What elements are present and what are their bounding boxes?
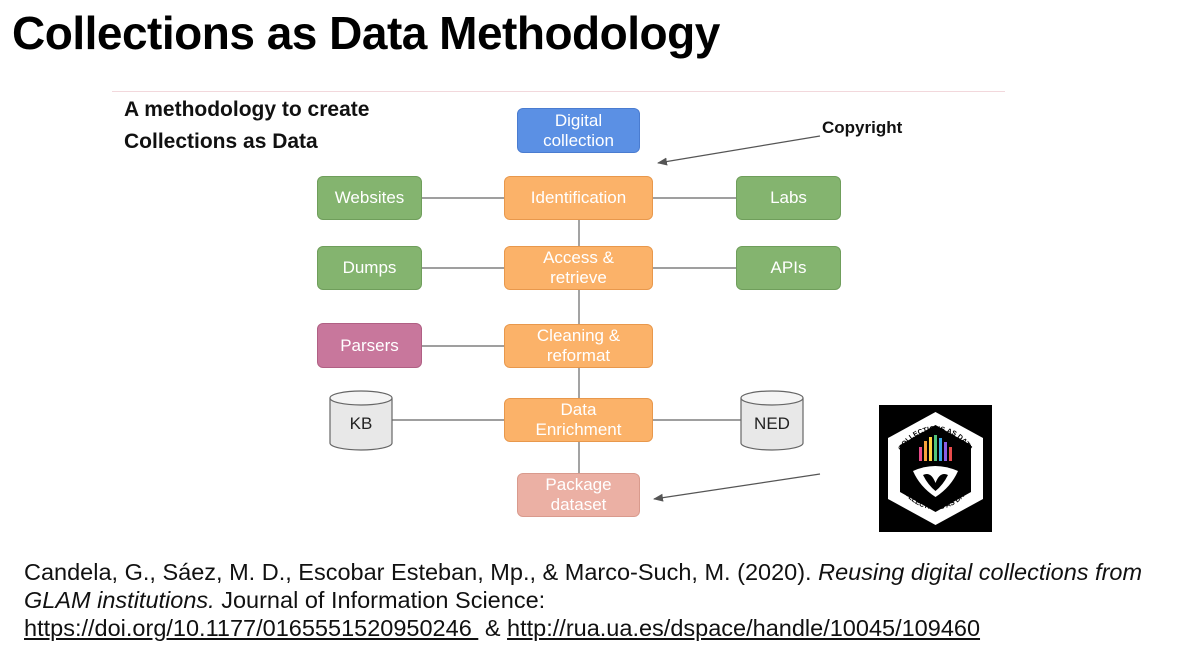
title-divider	[112, 91, 1005, 92]
node-identification: Identification	[504, 176, 653, 220]
slide-title: Collections as Data Methodology	[12, 7, 720, 59]
node-parsers: Parsers	[317, 323, 422, 368]
subtitle-line-1: A methodology to create	[124, 98, 370, 121]
citation: Candela, G., Sáez, M. D., Escobar Esteba…	[24, 558, 1164, 642]
citation-journal: Journal of Information Science:	[214, 587, 546, 613]
citation-authors: Candela, G., Sáez, M. D., Escobar Esteba…	[24, 559, 819, 585]
logo-arrow	[653, 473, 821, 502]
node-data-enrichment: Data Enrichment	[504, 398, 653, 442]
node-kb: KB	[349, 414, 373, 433]
node-package-dataset: Package dataset	[517, 473, 640, 517]
node-labs: Labs	[736, 176, 841, 220]
kb-cylinder	[329, 390, 393, 451]
copyright-annotation: Copyright	[822, 118, 903, 137]
doi-link[interactable]: https://doi.org/10.1177/0165551520950246	[24, 615, 479, 641]
citation-title: Reusing digital collections from GLAM in…	[24, 559, 1143, 613]
node-access-retrieve: Access & retrieve	[504, 246, 653, 290]
link-separator: &	[478, 615, 508, 641]
node-apis: APIs	[736, 246, 841, 290]
node-ned: NED	[754, 414, 790, 433]
diagram-subtitle: A methodology to create Collections as D…	[124, 94, 369, 158]
copyright-arrow	[657, 135, 821, 166]
ned-cylinder	[740, 390, 804, 451]
collections-as-data-logo: COLLECTIONS AS DATA COLLECTIONS AS DATA	[879, 405, 992, 532]
node-websites: Websites	[317, 176, 422, 220]
subtitle-line-2: Collections as Data	[124, 130, 318, 153]
rua-link[interactable]: http://rua.ua.es/dspace/handle/10045/109…	[507, 615, 981, 641]
node-digital-collection: Digital collection	[517, 108, 640, 153]
node-dumps: Dumps	[317, 246, 422, 290]
node-cleaning-reformat: Cleaning & reformat	[504, 324, 653, 368]
